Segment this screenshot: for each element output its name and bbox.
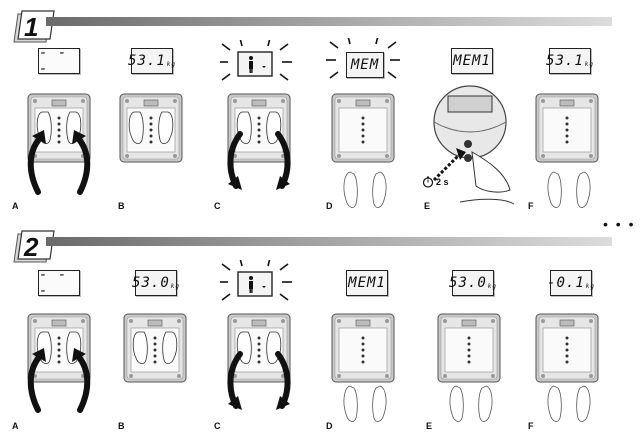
memory-button-closeup [432,85,515,205]
step-number: 1 [24,12,39,42]
display-value: - - - [39,45,68,77]
footprints-icon [547,171,591,208]
timer-group: 2 s [422,176,449,188]
display-value: -0.1 [547,275,585,291]
scale-display: MEM [346,52,384,78]
panel-label: D [326,201,333,211]
stacked-pages-icon [13,10,55,43]
footprints-icon [547,385,591,422]
scale-panel-f [535,313,599,422]
scale-panel-b [119,93,183,163]
person-icon [249,276,253,293]
panel-label: B [118,421,125,431]
display-value: 53.0 [449,275,487,291]
display-value: - - - [39,267,68,299]
display-unit: kg [584,61,594,68]
panel-label: E [424,201,431,211]
step-badge-2: 2 [10,230,56,264]
small-arrow-icon [262,286,266,288]
blinking-display [220,260,293,301]
display-unit: kg [487,283,497,290]
stopwatch-icon [422,176,434,188]
scale-display: - - - [38,267,80,299]
scale-panel-c [214,93,304,202]
timer-label: 2 s [436,177,449,187]
display-value: MEM1 [453,53,491,69]
scale-panel-d [331,93,395,208]
scale-panel-a [27,93,91,202]
scale-panel-a [27,313,91,420]
scale-panel-d [331,313,395,422]
scale-panel-c [214,313,304,420]
scale-display: MEM1 [346,270,388,296]
scale-panel-f [535,93,599,208]
blinking-display [220,40,293,81]
small-arrow-icon [262,66,266,68]
scale-panel-e [437,313,501,422]
panel-label: D [326,421,333,431]
display-value: MEM1 [348,275,386,291]
memory-button-icon [464,140,472,148]
stacked-pages-icon [13,230,55,263]
step-divider-bar [46,17,612,26]
panel-label: B [118,201,125,211]
step-number: 2 [24,232,39,262]
display-value: 53.1 [546,53,584,69]
step-badge-1: 1 [10,10,56,44]
panel-label: F [528,201,534,211]
footprints-icon [343,385,387,422]
panel-label: C [214,421,221,431]
panel-label: F [528,421,534,431]
panel-label: E [426,421,433,431]
display-unit: kg [170,283,180,290]
hand-icon [471,151,511,193]
dashed-arrow-icon [432,152,462,182]
footprints-icon [343,171,387,208]
display-value: MEM [350,57,380,73]
display-value: 53.0 [132,275,170,291]
panel-label: A [12,421,19,431]
display-value: 53.1 [128,53,166,69]
continuation-dots: • • • [603,216,636,232]
scale-panel-b [123,313,187,383]
person-icon [249,56,253,73]
panel-label: A [12,201,19,211]
footprints-icon [449,385,493,422]
scale-display: - - - [38,45,80,77]
display-unit: kg [585,283,595,290]
scale-display: MEM1 [451,48,493,74]
display-unit: kg [166,61,176,68]
panel-label: C [214,201,221,211]
step-divider-bar [46,237,612,246]
